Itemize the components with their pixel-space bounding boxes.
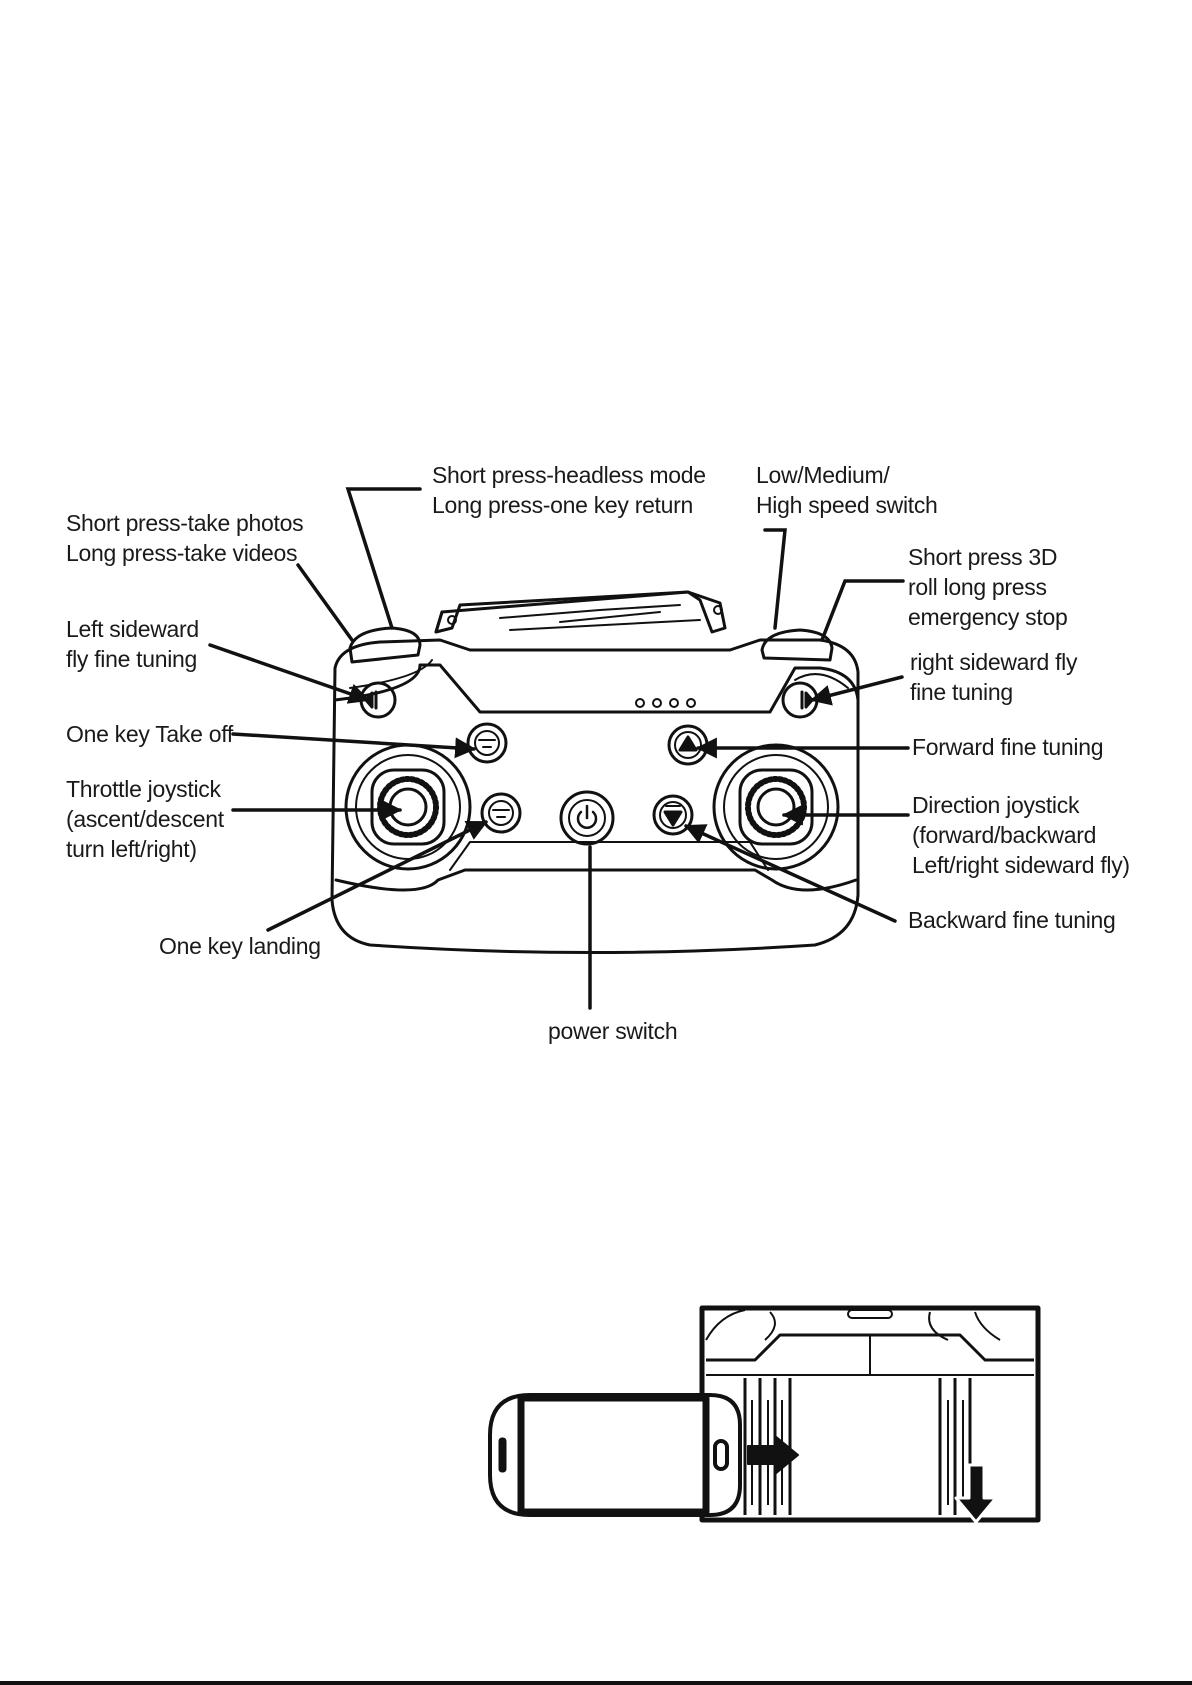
takeoff-label: One key Take off bbox=[66, 721, 233, 747]
throttle-joystick bbox=[344, 743, 472, 871]
phone-insertion-illustration bbox=[488, 1305, 1041, 1524]
right-shoulder-button bbox=[760, 628, 834, 662]
push-right-arrow bbox=[747, 1435, 799, 1475]
leader-lines bbox=[208, 487, 910, 1010]
backward-trim-label: Backward fine tuning bbox=[908, 907, 1116, 933]
left-shoulder-button bbox=[348, 626, 422, 664]
smartphone bbox=[488, 1393, 742, 1517]
phone-clamp bbox=[434, 590, 727, 634]
direction-joystick bbox=[712, 743, 840, 871]
remote-controller bbox=[330, 590, 860, 954]
push-down-arrow bbox=[954, 1463, 998, 1524]
speed-switch-label: Low/Medium/High speed switch bbox=[756, 462, 938, 518]
forward-trim-label: Forward fine tuning bbox=[912, 734, 1104, 760]
right-clamp bbox=[938, 1378, 972, 1515]
backward-trim-icon bbox=[652, 794, 694, 836]
battery-leds bbox=[635, 698, 696, 708]
forward-trim-icon bbox=[667, 724, 709, 766]
controller-body bbox=[330, 638, 860, 954]
landing-icon bbox=[480, 792, 522, 834]
right-trim-icon bbox=[781, 681, 819, 719]
landing-label: One key landing bbox=[159, 933, 321, 959]
power-switch-label: power switch bbox=[548, 1018, 678, 1044]
page-bottom-rule bbox=[0, 1681, 1192, 1685]
power-icon bbox=[559, 790, 615, 846]
takeoff-icon bbox=[466, 722, 508, 764]
